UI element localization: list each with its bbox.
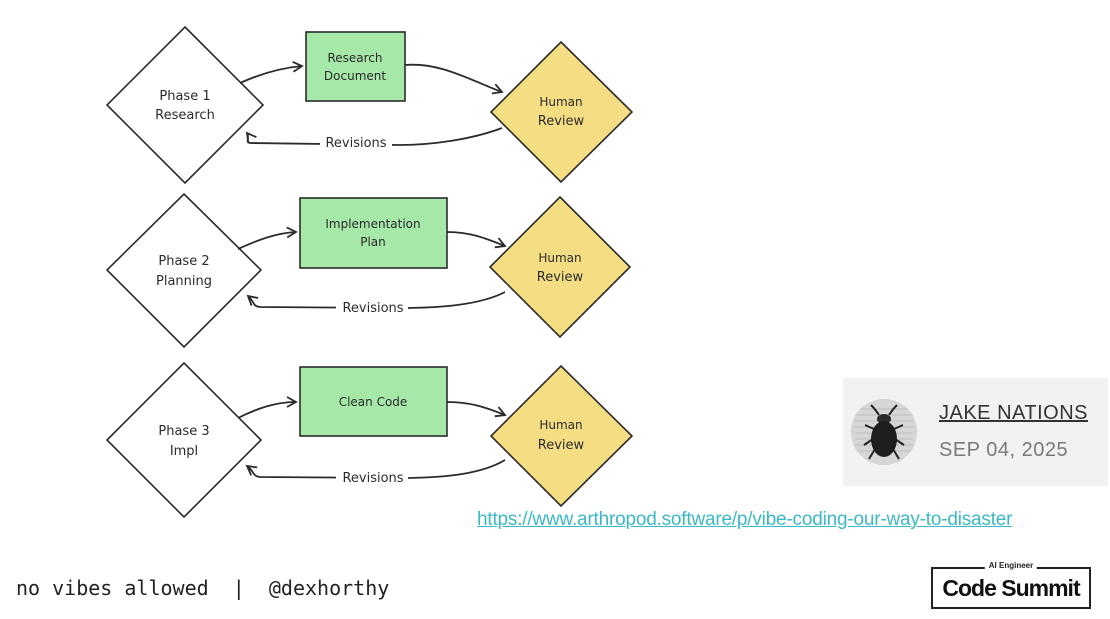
arrow-phase1-to-doc: [239, 61, 304, 84]
phase-row-2: Phase 2 Planning Implementation Plan Hum…: [105, 192, 632, 349]
arrow-plan-to-review2: [446, 231, 507, 249]
article-link[interactable]: https://www.arthropod.software/p/vibe-co…: [477, 509, 1013, 530]
arrow-doc-to-review1: [404, 63, 504, 95]
revisions-label-1: Revisions: [325, 136, 386, 151]
research-document-node: [305, 31, 406, 102]
beetle-icon: [851, 399, 917, 465]
phase-1-label-line1: Phase 1: [159, 89, 210, 104]
arrow-review1-revisions: [245, 127, 503, 146]
revisions-label-3: Revisions: [342, 471, 403, 486]
author-card: JAKE NATIONS SEP 04, 2025: [843, 378, 1108, 486]
author-avatar[interactable]: [851, 399, 917, 465]
artifact-2-line1: Implementation: [325, 217, 420, 231]
human-review-2-node: [488, 195, 632, 339]
review-2-line2: Review: [537, 270, 584, 285]
arrow-code-to-review3: [446, 401, 507, 418]
human-review-1-node: [489, 40, 634, 184]
phase-2-label-line2: Planning: [156, 274, 212, 289]
human-review-3-node: [489, 364, 634, 508]
footer-caption: no vibes allowed | @dexhorthy: [16, 576, 390, 600]
artifact-2-line2: Plan: [360, 235, 386, 249]
review-2-line1: Human: [538, 251, 581, 265]
review-1-line2: Review: [538, 114, 585, 129]
artifact-1-line1: Research: [327, 51, 382, 65]
phase-2-label-line1: Phase 2: [158, 254, 209, 269]
logo-subtitle: AI Engineer: [984, 561, 1038, 570]
revisions-label-2: Revisions: [342, 301, 403, 316]
artifact-1-line2: Document: [324, 69, 386, 83]
author-name-link[interactable]: JAKE NATIONS: [939, 402, 1088, 424]
review-3-line2: Review: [538, 438, 585, 453]
phase-1-label-line2: Research: [155, 108, 215, 123]
review-1-line1: Human: [539, 95, 582, 109]
arrow-phase3-to-code: [237, 396, 298, 419]
phase-3-label-line1: Phase 3: [158, 424, 209, 439]
phase-row-3: Phase 3 Impl Clean Code Human Review Rev…: [105, 361, 634, 519]
publish-date: SEP 04, 2025: [939, 439, 1069, 461]
phase-2-node: [105, 192, 263, 349]
phase-3-label-line2: Impl: [170, 444, 198, 459]
phase-1-node: [105, 25, 265, 185]
artifact-3-line1: Clean Code: [339, 395, 408, 409]
review-3-line1: Human: [539, 418, 582, 432]
logo-title: Code Summit: [942, 575, 1080, 601]
workflow-diagram: Phase 1 Research Research Document Human…: [105, 25, 634, 519]
arrow-phase2-to-plan: [237, 226, 298, 250]
implementation-plan-node: [299, 197, 448, 269]
phase-row-1: Phase 1 Research Research Document Human…: [105, 25, 634, 185]
phase-3-node: [105, 361, 263, 519]
code-summit-logo: AI Engineer Code Summit: [931, 561, 1091, 609]
